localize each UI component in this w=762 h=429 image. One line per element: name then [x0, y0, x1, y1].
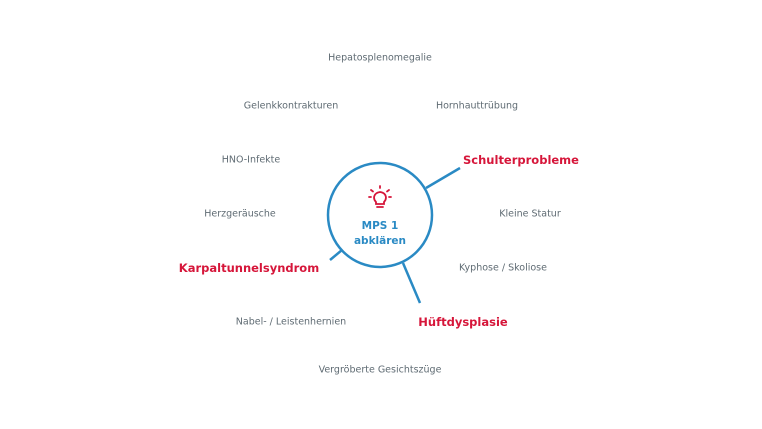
symptom-hornhauttruebung: Hornhauttrübung — [435, 100, 519, 112]
center-line1: MPS 1 — [361, 220, 399, 232]
center-circle — [326, 161, 434, 269]
symptom-kleine-statur: Kleine Statur — [499, 208, 561, 220]
center-node: MPS 1 abklären — [327, 162, 433, 268]
symptom-herzgeraeusche: Herzgeräusche — [204, 208, 276, 220]
center-line2: abklären — [353, 235, 407, 247]
symptom-hueftdysplasie: Hüftdysplasie — [418, 315, 508, 329]
symptom-vergroeberte-gesichtszuege: Vergröberte Gesichtszüge — [318, 364, 442, 376]
symptom-nabel-leistenhernien: Nabel- / Leistenhernien — [235, 316, 347, 328]
connector-karpaltunnelsyndrom — [329, 249, 343, 261]
symptom-hno-infekte: HNO-Infekte — [221, 154, 281, 166]
connector-hueftdysplasie — [401, 262, 422, 304]
symptom-schulterprobleme: Schulterprobleme — [463, 153, 579, 167]
symptom-gelenkkontrakturen: Gelenkkontrakturen — [243, 100, 339, 112]
symptom-kyphose-skoliose: Kyphose / Skoliose — [459, 262, 547, 274]
lightbulb-icon — [368, 185, 392, 208]
symptom-hepatosplenomegalie: Hepatosplenomegalie — [328, 52, 432, 64]
symptom-karpaltunnelsyndrom: Karpaltunnelsyndrom — [178, 261, 320, 275]
connector-schulterprobleme — [425, 166, 461, 190]
